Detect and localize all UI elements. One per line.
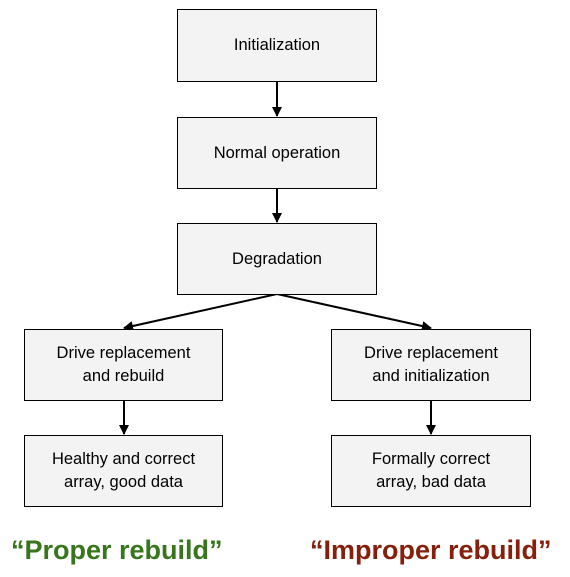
node-degradation: Degradation <box>177 223 377 295</box>
node-initialization: Initialization <box>177 9 377 82</box>
node-drive-replacement-rebuild: Drive replacement and rebuild <box>24 329 223 401</box>
node-drive-replacement-initialization: Drive replacement and initialization <box>331 329 531 401</box>
node-normal-operation: Normal operation <box>177 117 377 189</box>
node-formally-correct-array: Formally correct array, bad data <box>331 435 531 507</box>
arrow-degradation-to-initialization <box>276 293 432 331</box>
arrow-degradation-to-rebuild <box>123 293 278 331</box>
caption-improper-rebuild: “Improper rebuild” <box>310 535 552 565</box>
caption-proper-rebuild: “Proper rebuild” <box>11 535 223 565</box>
node-healthy-array: Healthy and correct array, good data <box>24 435 223 507</box>
